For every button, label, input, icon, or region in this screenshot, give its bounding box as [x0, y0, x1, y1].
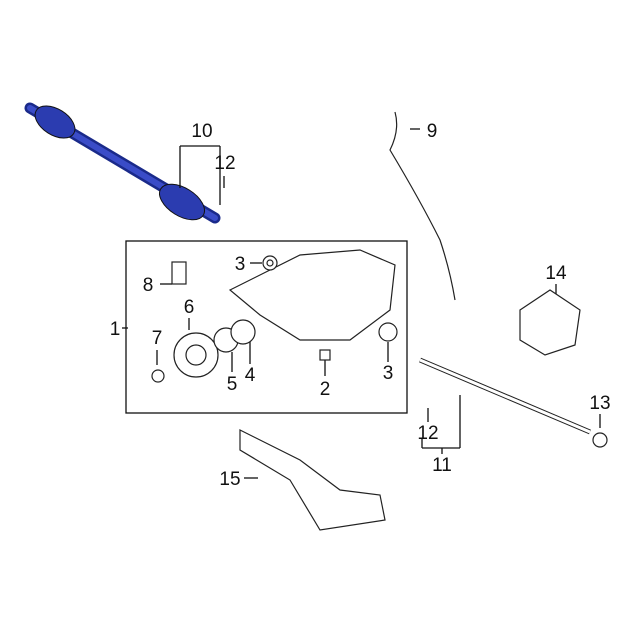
- callout-12[interactable]: 12: [214, 153, 235, 174]
- callout-1[interactable]: 1: [110, 319, 121, 340]
- callout-2[interactable]: 2: [320, 379, 331, 400]
- part-shapes: [151, 111, 608, 531]
- callout-7[interactable]: 7: [152, 328, 163, 349]
- callout-6[interactable]: 6: [184, 297, 195, 318]
- differential-assembly-box: [125, 240, 408, 414]
- callout-9[interactable]: 9: [427, 121, 438, 142]
- callout-3[interactable]: 3: [235, 254, 246, 275]
- callout-15[interactable]: 15: [219, 469, 240, 490]
- callout-4[interactable]: 4: [245, 365, 256, 386]
- callout-14[interactable]: 14: [545, 263, 567, 284]
- callout-8[interactable]: 8: [143, 275, 154, 296]
- callout-3-right[interactable]: 3: [383, 363, 394, 384]
- callout-12-bottom[interactable]: 12: [417, 423, 438, 444]
- callout-5[interactable]: 5: [227, 374, 238, 395]
- callout-11[interactable]: 11: [432, 455, 452, 476]
- callout-10[interactable]: 10: [191, 121, 212, 142]
- highlighted-axle-shaft[interactable]: [24, 99, 221, 227]
- callout-labels: 10 12 9 3 8 6 1 7 5 4 2 3 14 13 12 11 15: [110, 121, 611, 490]
- callout-13[interactable]: 13: [589, 393, 610, 414]
